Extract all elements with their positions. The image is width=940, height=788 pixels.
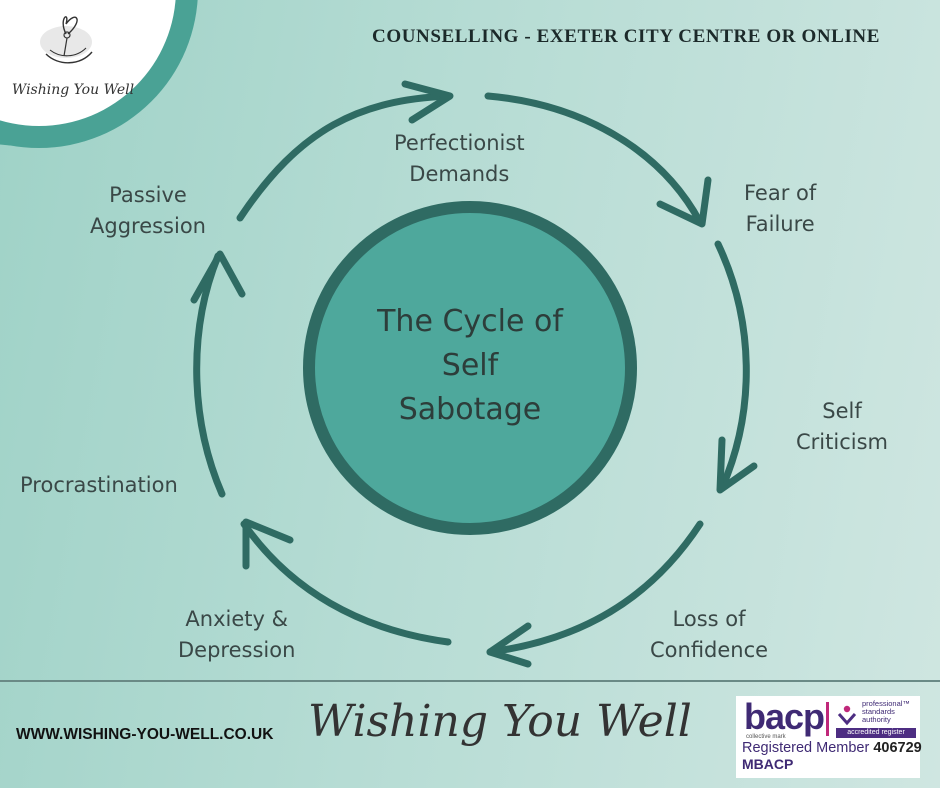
- footer-brand-script: Wishing You Well: [308, 696, 692, 747]
- footer-divider: [0, 680, 940, 682]
- stage-label-line: Self: [822, 399, 862, 423]
- bacp-logo: bacp collective mark professional™ stand…: [742, 696, 916, 740]
- stage-label-line: Confidence: [650, 638, 769, 662]
- stage-label-line: Procrastination: [20, 473, 178, 497]
- stage-label-line: Loss of: [672, 607, 746, 631]
- stage-label-line: Aggression: [90, 214, 206, 238]
- website-link[interactable]: WWW.WISHING-YOU-WELL.CO.UK: [16, 726, 274, 743]
- stage-fear-of-failure: Fear of Failure: [744, 178, 816, 240]
- accredited-register-label: accredited register: [836, 728, 916, 738]
- stage-label-line: Passive: [109, 183, 187, 207]
- arrowhead-top-left: [401, 80, 454, 124]
- stage-perfectionist-demands: Perfectionist Demands: [394, 128, 525, 190]
- stage-procrastination: Procrastination: [20, 470, 178, 501]
- stage-anxiety-depression: Anxiety & Depression: [178, 604, 295, 666]
- stage-label-line: Perfectionist: [394, 131, 525, 155]
- registered-number: 406729: [873, 740, 922, 756]
- psa-text: professional™ standards authority: [862, 700, 910, 724]
- bacp-divider: [826, 702, 829, 736]
- page-header: COUNSELLING - EXETER CITY CENTRE OR ONLI…: [372, 26, 881, 47]
- bacp-wordmark: bacp: [744, 696, 825, 737]
- arrow-right: [714, 240, 750, 492]
- stage-label-line: Demands: [409, 162, 510, 186]
- center-line-1: The Cycle of: [377, 304, 563, 339]
- stage-passive-aggression: Passive Aggression: [90, 180, 206, 242]
- arrowhead-left: [190, 250, 246, 304]
- stage-loss-of-confidence: Loss of Confidence: [650, 604, 768, 666]
- center-line-3: Sabotage: [398, 392, 542, 427]
- checkmark-person-icon: [837, 705, 857, 726]
- stage-label-line: Failure: [745, 212, 815, 236]
- arrowhead-right: [716, 436, 758, 494]
- stage-label-line: Fear of: [744, 181, 817, 205]
- center-circle: [303, 201, 637, 535]
- psa-line: authority: [862, 715, 891, 724]
- stage-label-line: Anxiety &: [185, 607, 288, 631]
- bacp-collective-mark: collective mark: [746, 734, 786, 740]
- stage-self-criticism: Self Criticism: [796, 396, 888, 458]
- arrowhead-top-right: [656, 176, 712, 228]
- stage-label-line: Depression: [178, 638, 296, 662]
- arrowhead-bottom-left: [242, 518, 294, 570]
- arrow-top-right: [484, 92, 704, 226]
- hands-flower-icon: [40, 16, 93, 64]
- arrowhead-bottom-right: [486, 622, 532, 668]
- registered-member-line: Registered Member 406729: [742, 740, 922, 756]
- logo-text: Wishing You Well: [11, 82, 135, 98]
- center-title: The Cycle of Self Sabotage: [330, 300, 610, 432]
- psa-line: professional™: [862, 699, 910, 708]
- arrow-left: [193, 252, 226, 498]
- cycle-diagram: [190, 80, 758, 668]
- arrow-top-left: [236, 92, 452, 222]
- arrow-bottom-left: [240, 520, 452, 646]
- arrow-bottom-right: [486, 520, 704, 656]
- stage-label-line: Criticism: [796, 430, 888, 454]
- center-line-2: Self: [441, 348, 499, 383]
- bacp-badge: bacp collective mark professional™ stand…: [736, 696, 922, 778]
- membership-level: MBACP: [742, 756, 794, 772]
- psa-line: standards: [862, 707, 895, 716]
- registered-label: Registered Member: [742, 740, 870, 756]
